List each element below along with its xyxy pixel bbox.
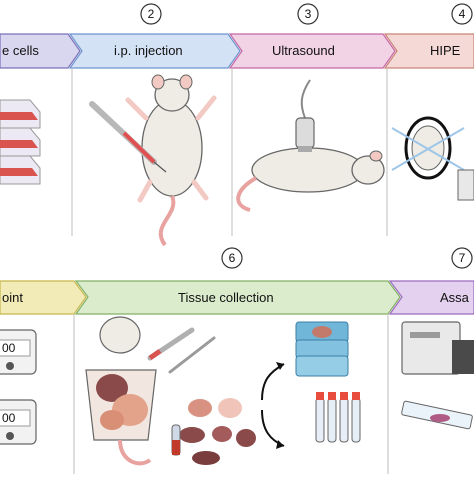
step-2-number: 2 [147, 7, 155, 21]
organs-icon [171, 398, 256, 465]
step-banner-4 [383, 33, 474, 69]
step-number-circle-6 [221, 247, 243, 269]
microscope-slide-icon [401, 400, 473, 430]
dissection-tools-icon [147, 327, 216, 374]
branch-arrow-down [261, 409, 285, 447]
sample-tubes-icon [315, 392, 361, 443]
step-5-label: oint [2, 290, 23, 305]
dissected-mouse-icon [85, 316, 157, 466]
step-6-number: 6 [228, 251, 236, 265]
step-3-number: 3 [304, 7, 312, 21]
step-7-label: Assa [440, 290, 469, 305]
step-3-label: Ultrasound [272, 43, 335, 58]
step-banner-7 [388, 280, 474, 315]
cell-culture-flasks-icon [0, 99, 41, 185]
hipe-device-icon [391, 116, 474, 201]
step-4-label: HIPE [430, 43, 461, 58]
step-1-label: e cells [2, 43, 39, 58]
step-number-circle-4 [451, 3, 473, 25]
step-4-number: 4 [458, 7, 466, 21]
mouse-injection-icon [89, 74, 217, 247]
step-6-label: Tissue collection [178, 290, 274, 305]
histology-cassettes-icon [295, 321, 349, 377]
assay-instrument-icon [401, 321, 474, 375]
ultrasound-mouse-icon [236, 79, 385, 212]
timer-display-2: 00 [2, 411, 16, 425]
step-7-number: 7 [458, 251, 466, 265]
timer-display-1: 00 [2, 341, 16, 355]
step-number-circle-3 [297, 3, 319, 25]
step-number-circle-2 [140, 3, 162, 25]
step-banner-3 [228, 33, 396, 69]
step-banner-2 [68, 33, 241, 69]
step-banner-5 [0, 280, 87, 315]
step-banner-1 [0, 33, 81, 69]
step-2-label: i.p. injection [114, 43, 183, 58]
branch-arrow-up [261, 363, 285, 401]
timer-icon [0, 329, 37, 445]
step-number-circle-7 [451, 247, 473, 269]
